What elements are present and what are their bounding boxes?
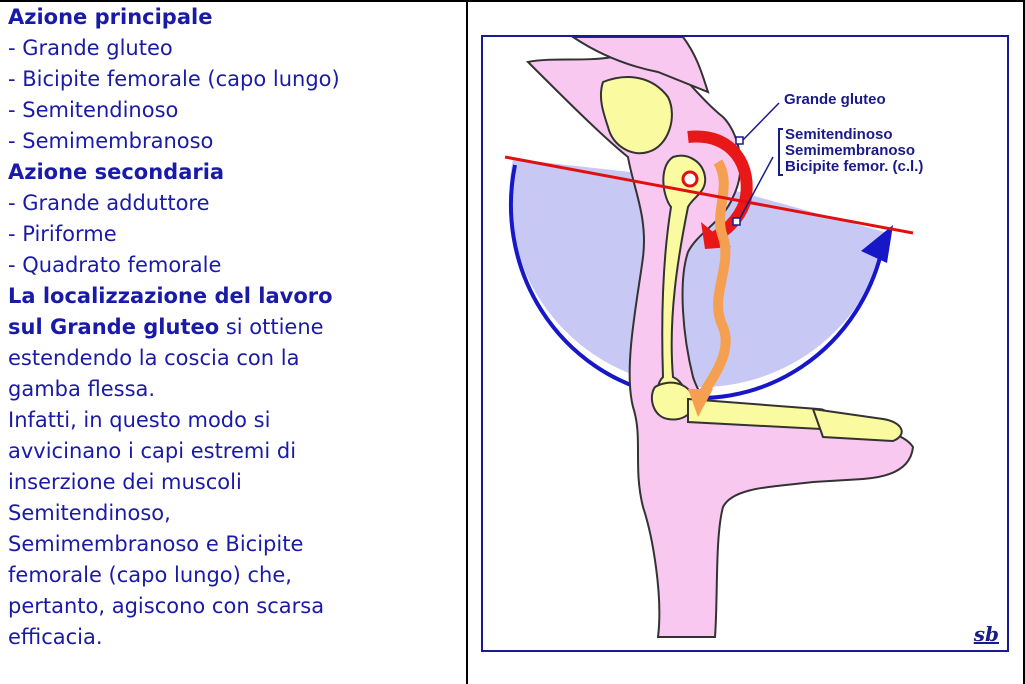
label-bicipite: Bicipite femor. (c.l.) [785,159,923,175]
primary-muscle-item: - Bicipite femorale (capo lungo) [8,64,460,95]
description-line: pertanto, agiscono con scarsa [8,591,460,622]
gluteo-leader-line [741,103,779,142]
primary-action-heading: Azione principale [8,2,460,33]
hip-pivot [683,172,697,186]
primary-muscle-item: - Semimembranoso [8,126,460,157]
gluteo-marker [736,137,743,144]
secondary-muscle-item: - Grande adduttore [8,188,460,219]
author-signature: sb [974,622,999,646]
label-grande-gluteo: Grande gluteo [784,91,886,108]
exercise-description: Azione principale - Grande gluteo - Bici… [8,2,460,653]
description-line: avvicinano i capi estremi di [8,436,460,467]
description-line: efficacia. [8,622,460,653]
primary-muscle-item: - Grande gluteo [8,33,460,64]
description-line: gamba flessa. [8,374,460,405]
hamstring-marker [733,218,740,225]
description-bold-fragment: sul Grande gluteo [8,315,219,339]
description-line: Semitendinoso, [8,498,460,529]
description-bold-line: La localizzazione del lavoro [8,281,460,312]
label-bracket [779,129,783,175]
hamstring-labels: Semitendinoso Semimembranoso Bicipite fe… [785,127,923,175]
secondary-muscle-item: - Piriforme [8,219,460,250]
description-line: inserzione dei muscoli [8,467,460,498]
table-column-divider [466,0,468,684]
description-line: Infatti, in questo modo si [8,405,460,436]
description-plain-fragment: si ottiene [219,315,323,339]
secondary-muscle-item: - Quadrato femorale [8,250,460,281]
description-line: femorale (capo lungo) che, [8,560,460,591]
description-line: Semimembranoso e Bicipite [8,529,460,560]
description-line: estendendo la coscia con la [8,343,460,374]
primary-muscle-item: - Semitendinoso [8,95,460,126]
leg-extension-drawing [483,37,1007,650]
secondary-action-heading: Azione secondaria [8,157,460,188]
label-semitendinoso: Semitendinoso [785,127,923,143]
foot-bone [813,409,902,441]
anatomy-illustration: Grande gluteo Semitendinoso Semimembrano… [481,35,1009,652]
label-semimembranoso: Semimembranoso [785,143,923,159]
description-mixed-line: sul Grande gluteo si ottiene [8,312,460,343]
